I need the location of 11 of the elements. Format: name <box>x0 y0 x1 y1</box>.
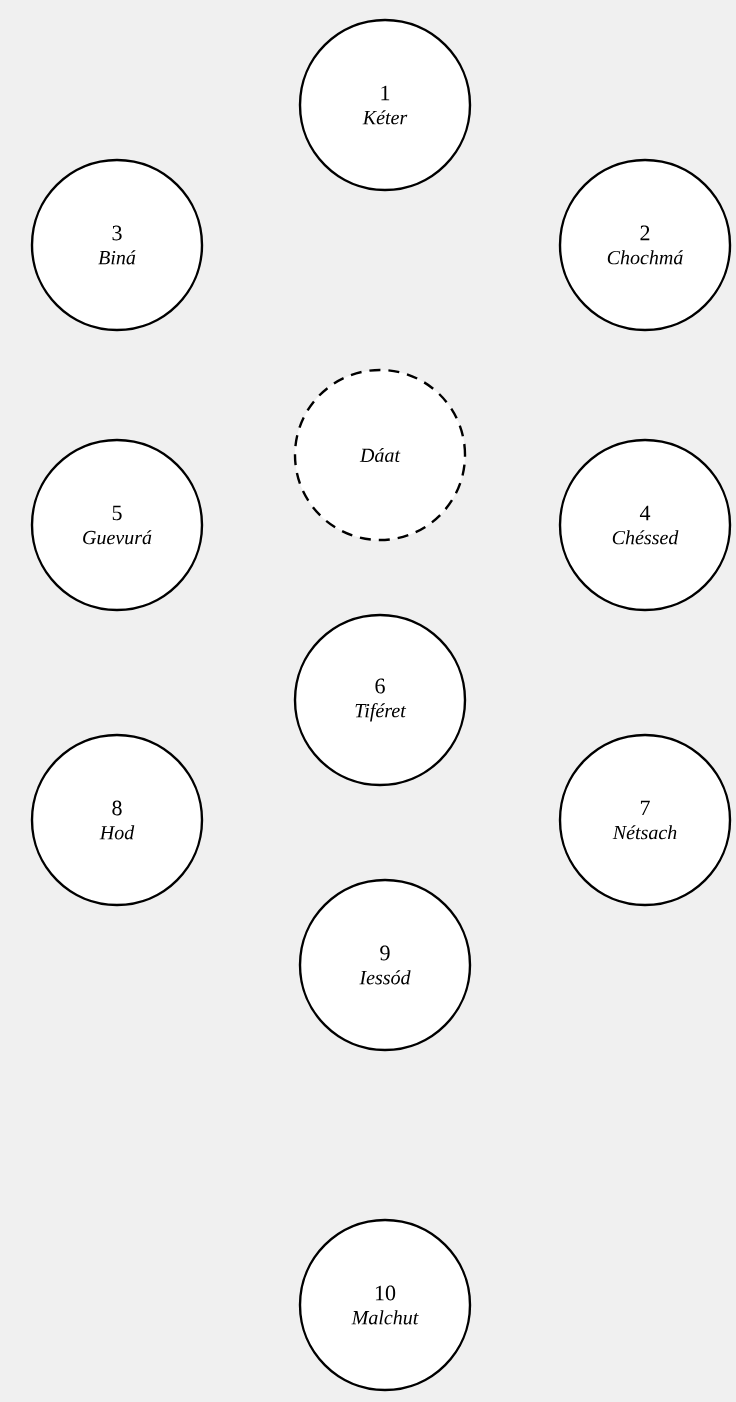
circle-node: 6 Tiféret <box>293 613 467 787</box>
circle-node: 4 Chéssed <box>558 438 732 612</box>
circle-node: 2 Chochmá <box>558 158 732 332</box>
circle-node: 3 Biná <box>30 158 204 332</box>
circle-node: 5 Guevurá <box>30 438 204 612</box>
circle-node: 10 Malchut <box>298 1218 472 1392</box>
circle-node: 7 Nétsach <box>558 733 732 907</box>
circle-node: 8 Hod <box>30 733 204 907</box>
circle-node: 9 Iessód <box>298 878 472 1052</box>
dashed-circle-node: Dáat <box>293 368 467 542</box>
circle-node: 1 Kéter <box>298 18 472 192</box>
